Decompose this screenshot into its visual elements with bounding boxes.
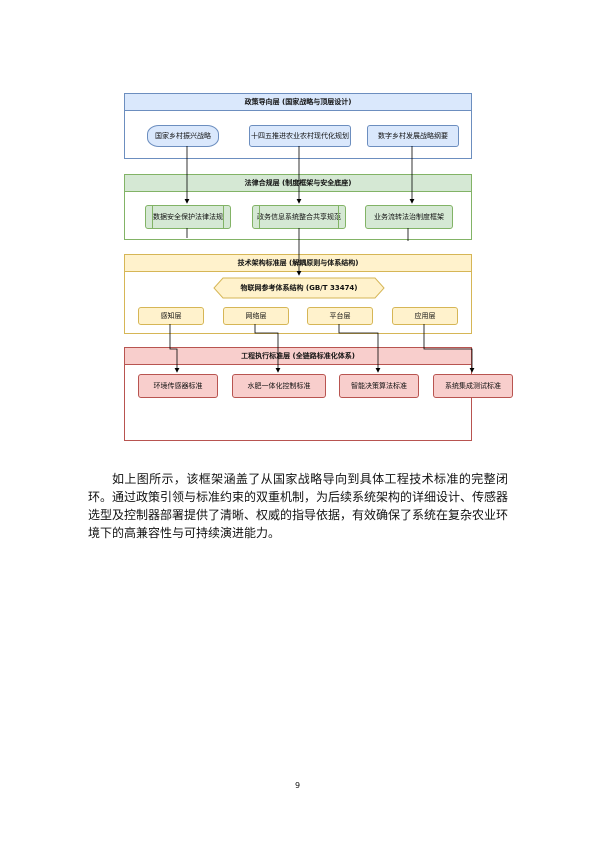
policy-item-digital-village: 数字乡村发展战略纲要 — [367, 125, 459, 147]
tech-item-perception: 感知层 — [138, 307, 204, 325]
legal-item-business-framework: 业务流转法治制度框架 — [365, 205, 453, 229]
policy-layer-title: 政策导向层 (国家战略与顶层设计) — [125, 94, 471, 111]
eng-item-environment-sensor: 环境传感器标准 — [138, 374, 218, 398]
legal-layer: 法律合规层 (制度框架与安全底座) 数据安全保护法律法规 政务信息系统整合共享规… — [124, 174, 472, 240]
connector-arrows — [169, 146, 475, 373]
eng-item-decision-algorithm: 智能决策算法标准 — [339, 374, 419, 398]
iot-reference-architecture: 物联网参考体系结构 (GB/T 33474) — [213, 277, 385, 299]
tech-item-platform: 平台层 — [307, 307, 373, 325]
policy-layer: 政策导向层 (国家战略与顶层设计) 国家乡村振兴战略 十四五推进农业农村现代化规… — [124, 93, 472, 159]
engineering-layer-title: 工程执行标准层 (全链路标准化体系) — [125, 348, 471, 365]
legal-item-data-security: 数据安全保护法律法规 — [145, 205, 231, 229]
page-number: 9 — [294, 781, 301, 790]
iot-reference-label: 物联网参考体系结构 (GB/T 33474) — [240, 284, 358, 292]
framework-diagram: 政策导向层 (国家战略与顶层设计) 国家乡村振兴战略 十四五推进农业农村现代化规… — [124, 93, 514, 443]
tech-item-network: 网络层 — [223, 307, 289, 325]
policy-item-five-year-plan: 十四五推进农业农村现代化规划 — [249, 125, 351, 147]
engineering-layer: 工程执行标准层 (全链路标准化体系) 环境传感器标准 水肥一体化控制标准 智能决… — [124, 347, 513, 441]
eng-item-water-fertilizer: 水肥一体化控制标准 — [232, 374, 326, 398]
policy-item-rural-revitalization: 国家乡村振兴战略 — [147, 125, 219, 147]
tech-item-application: 应用层 — [392, 307, 458, 325]
eng-item-integration-test: 系统集成测试标准 — [433, 374, 513, 398]
body-paragraph: 如上图所示，该框架涵盖了从国家战略导向到具体工程技术标准的完整闭环。通过政策引领… — [88, 472, 509, 540]
legal-layer-title: 法律合规层 (制度框架与安全底座) — [125, 175, 471, 192]
